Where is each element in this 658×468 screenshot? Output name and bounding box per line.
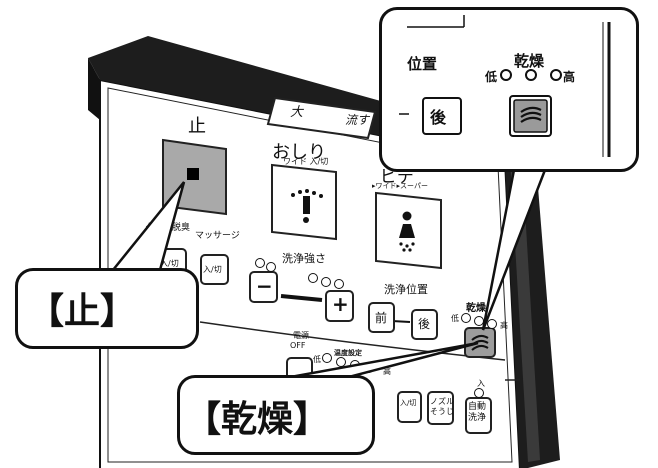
power-label: 電源	[293, 331, 309, 340]
oshiri-label: おしり	[272, 142, 326, 163]
temp-indicator-dot	[336, 357, 346, 367]
pressure-indicator-dot	[321, 277, 331, 287]
pressure-indicator-dot	[255, 258, 265, 268]
auto-flush-button[interactable]: 自動 洗浄	[468, 402, 487, 423]
dry-label: 乾燥	[466, 303, 486, 314]
massage-label: マッサージ	[195, 231, 240, 241]
big-flush-label: 大	[290, 105, 304, 120]
zoom-dry-button[interactable]	[510, 96, 551, 136]
back-button[interactable]: 後	[418, 317, 431, 331]
zoom-position-label: 位置	[407, 55, 438, 73]
stop-callout	[15, 268, 199, 349]
flush-label: 流す	[345, 113, 370, 127]
dry-indicator-dot	[461, 313, 471, 323]
front-button[interactable]: 前	[375, 311, 388, 325]
dry-indicator-dot	[487, 319, 497, 329]
dry-high-label: 高	[500, 321, 508, 330]
temp-low-label: 低	[313, 355, 321, 364]
zoom-high-label: 高	[563, 70, 576, 84]
oshiri-sub-label: ワイド 入/切	[283, 157, 329, 166]
bidet-label: ビデ	[380, 167, 414, 187]
dry-callout	[177, 375, 375, 455]
pressure-minus-button[interactable]: −	[256, 274, 273, 298]
zoom-low-label: 低	[485, 70, 498, 84]
zoom-callout-art	[399, 15, 611, 157]
pressure-indicator-dot	[334, 279, 344, 289]
auto-indicator-dot	[474, 388, 484, 398]
temp-setting-label: 温度設定	[334, 349, 362, 357]
bidet-sub-label: ▸ワイド▸スーパー	[372, 182, 428, 190]
in-label: 入	[477, 379, 485, 388]
massage-toggle-button[interactable]: 入/切	[203, 265, 222, 274]
dry-low-label: 低	[451, 314, 459, 323]
small-toggle-button[interactable]: 入/切	[400, 399, 417, 407]
zoom-back-button[interactable]: 後	[430, 108, 447, 127]
pressure-indicator-dot	[266, 262, 276, 272]
temp-indicator-dot	[322, 353, 332, 363]
pressure-label: 洗浄強さ	[282, 252, 326, 265]
zoom-callout	[379, 7, 639, 172]
position-label: 洗浄位置	[384, 283, 428, 296]
power-off-label: OFF	[290, 341, 306, 350]
nozzle-clean-button[interactable]: ノズル そうじ	[430, 397, 454, 416]
pressure-plus-button[interactable]: +	[332, 292, 349, 316]
stop-callout-label: 【止】	[28, 291, 137, 332]
pressure-indicator-dot	[308, 273, 318, 283]
zoom-dry-label: 乾燥	[514, 52, 545, 70]
stop-label: 止	[188, 116, 206, 137]
temp-high-label: 高	[383, 367, 391, 376]
dry-callout-label: 【乾燥】	[185, 399, 330, 440]
turbo-toggle-button[interactable]: 入/切	[160, 259, 179, 268]
